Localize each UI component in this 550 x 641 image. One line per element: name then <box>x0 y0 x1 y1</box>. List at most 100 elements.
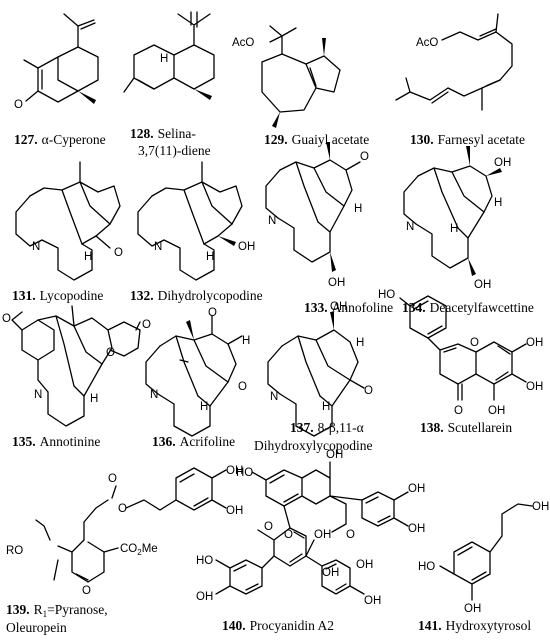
atom-label: N <box>150 389 158 401</box>
atom-label: OH <box>226 505 243 517</box>
compound-name: Selina- <box>158 126 197 141</box>
atom-label: OH <box>364 595 381 607</box>
compound-number: 128. <box>130 126 154 141</box>
caption-128-line2: 3,7(11)-diene <box>138 143 211 158</box>
compound-number: 127. <box>14 132 38 147</box>
compound-number: 137. <box>290 420 314 435</box>
caption-134: 134.Deacetylfawcettine <box>402 300 534 315</box>
atom-label: AcO <box>232 37 254 49</box>
structure-132-dihydrolycopodine: N H OH <box>137 161 255 281</box>
atom-label: N <box>34 389 42 401</box>
compound-name-rest: =Pyranose, <box>47 602 107 617</box>
atom-label: OH <box>408 483 425 495</box>
caption-131: 131.Lycopodine <box>12 288 103 303</box>
atom-label: OH <box>526 337 543 349</box>
structure-129-guaiyl-acetate: AcO <box>232 25 341 128</box>
atom-label: OH <box>238 241 255 253</box>
structure-138-scutellarein: HO O OH OH OH O <box>378 289 543 417</box>
caption-137: 137. 8-β,11-α <box>290 420 364 435</box>
compound-name: Hydroxytyrosol <box>446 618 532 633</box>
caption-141: 141. Hydroxytyrosol <box>418 618 531 633</box>
compound-number: 138. <box>420 420 444 435</box>
structure-139-oleuropein: OH OH O O RO O CO2Me <box>6 465 243 597</box>
structure-127-alpha-cyperone: O <box>14 13 99 111</box>
structure-141-hydroxytyrosol: OH HO OH <box>418 501 549 615</box>
caption-129: 129.Guaiyl acetate <box>264 132 369 147</box>
atom-label: OH <box>330 301 347 313</box>
atom-label: H <box>200 401 208 413</box>
atom-label: O <box>82 585 91 597</box>
atom-label: OH <box>488 405 505 417</box>
atom-label: RO <box>6 545 23 557</box>
atom-label: O <box>238 381 247 393</box>
atom-label: H <box>354 203 362 215</box>
compound-number: 130. <box>410 132 434 147</box>
atom-subscript: 2 <box>137 548 142 557</box>
caption-137-line2: Dihydroxylycopodine <box>254 438 372 453</box>
atom-label: OH <box>314 529 331 541</box>
compound-number: 140. <box>222 618 246 633</box>
structure-137-dihydroxylycopodine: OH H N H O <box>267 301 373 437</box>
caption-127: 127. α-Cyperone <box>14 132 106 147</box>
atom-co: CO <box>120 543 137 555</box>
atom-label: N <box>154 241 162 253</box>
compound-name: Deacetylfawcettine <box>430 300 534 315</box>
compound-number: 135. <box>12 434 36 449</box>
structure-128-selina-diene: H <box>123 11 215 100</box>
compound-number: 139. <box>6 602 30 617</box>
compound-name: Dihydrolycopodine <box>158 288 263 303</box>
atom-label: O <box>364 385 373 397</box>
structure-135-annotinine: O N O O H <box>2 305 151 427</box>
atom-label: O <box>114 247 123 259</box>
atom-label: H <box>206 251 214 263</box>
atom-label: OH <box>408 523 425 535</box>
atom-label: O <box>106 347 115 359</box>
atom-label: H <box>90 393 98 405</box>
structure-134-deacetylfawcettine: N OH H H OH <box>403 146 511 291</box>
compound-name: Annotinine <box>40 434 101 449</box>
compound-number: 141. <box>418 618 442 633</box>
atom-label: O <box>2 313 11 325</box>
atom-label: HO <box>236 467 253 479</box>
compound-name: α-Cyperone <box>42 132 106 147</box>
atom-label: HO <box>418 561 435 573</box>
atom-label: H <box>322 401 330 413</box>
compound-name: Annofoline <box>332 300 394 315</box>
compound-name: Procyanidin A2 <box>250 618 334 633</box>
caption-140: 140. Procyanidin A2 <box>222 618 334 633</box>
compound-number: 132. <box>130 288 154 303</box>
compound-name: R <box>34 602 43 617</box>
atom-label: OH <box>356 559 373 571</box>
compound-number: 129. <box>264 132 288 147</box>
atom-label: H <box>160 53 168 65</box>
structure-140-procyanidin-a2: OH HO OH OH O OH O O HO OH OH OH OH <box>196 449 425 607</box>
atom-label: O <box>454 405 463 417</box>
compound-number: 136. <box>152 434 176 449</box>
structure-133-annofoline: N O H OH <box>265 142 369 289</box>
caption-132: 132. Dihydrolycopodine <box>130 288 263 303</box>
caption-136: 136.Acrifoline <box>152 434 235 449</box>
atom-label: O <box>14 99 23 111</box>
atom-label: N <box>406 221 414 233</box>
atom-label: OH <box>196 591 213 603</box>
atom-label: O <box>346 529 355 541</box>
atom-label: OH <box>474 279 491 291</box>
atom-label: HO <box>196 555 213 567</box>
atom-label: OH <box>532 501 549 513</box>
atom-label: N <box>270 391 278 403</box>
structure-130-farnesyl-acetate: AcO <box>395 13 513 111</box>
caption-128: 128. Selina- <box>130 126 196 141</box>
atom-label: N <box>32 241 40 253</box>
compound-number: 133. <box>304 300 328 315</box>
caption-139: 139.R1=Pyranose, <box>6 602 108 619</box>
atom-label: OH <box>226 465 243 477</box>
caption-133: 133. Annofoline <box>304 300 393 315</box>
caption-135: 135. Annotinine <box>12 434 100 449</box>
atom-label: OH <box>526 381 543 393</box>
atom-label: O <box>118 503 127 515</box>
atom-label: CO2Me <box>120 543 158 557</box>
compound-number: 131. <box>12 288 36 303</box>
compound-name: 8-β,11-α <box>318 420 364 435</box>
atom-label: H <box>356 337 364 349</box>
